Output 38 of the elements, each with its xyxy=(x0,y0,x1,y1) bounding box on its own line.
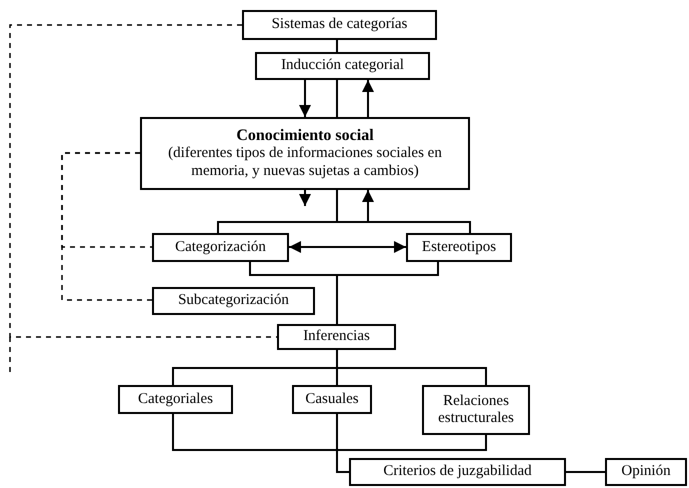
process-box xyxy=(118,385,233,414)
connector-line xyxy=(336,262,439,324)
box-text: Categoriales xyxy=(138,390,213,408)
connector-line xyxy=(336,190,471,233)
box-text: Inferencias xyxy=(303,328,370,346)
process-box xyxy=(152,287,315,315)
process-box xyxy=(422,385,530,435)
box-text: Casuales xyxy=(305,390,359,408)
box-heading: Conocimiento social xyxy=(236,127,374,146)
arrow xyxy=(362,190,374,222)
process-box xyxy=(242,10,437,40)
process-box xyxy=(255,52,430,80)
box-text: Relaciones estructurales xyxy=(437,392,515,428)
process-box xyxy=(406,233,512,262)
connector-line xyxy=(336,80,338,117)
arrow xyxy=(299,190,311,206)
box-text: Categorización xyxy=(175,238,266,256)
box-text: Subcategorización xyxy=(178,292,289,310)
connector-line xyxy=(336,40,338,52)
arrow xyxy=(289,241,406,253)
dashed-connector xyxy=(61,152,152,301)
process-box xyxy=(140,117,470,190)
box-text: (diferentes tipos de informaciones sociales en memoria, y nuevas sujetas a cambios) xyxy=(167,145,443,180)
connector-line xyxy=(336,350,487,385)
arrow xyxy=(362,80,374,117)
box-text: Sistemas de categorías xyxy=(272,16,408,34)
process-box xyxy=(292,385,372,414)
process-box xyxy=(152,233,289,262)
connector-line xyxy=(566,471,605,473)
arrow xyxy=(299,80,311,117)
box-text: Estereotipos xyxy=(422,238,496,256)
dashed-connector xyxy=(9,24,277,338)
box-text: Inducción categorial xyxy=(281,57,404,75)
box-text: Opinión xyxy=(621,463,671,481)
process-box xyxy=(605,458,687,486)
box-text: Criterios de juzgabilidad xyxy=(383,463,532,481)
process-box xyxy=(349,458,566,486)
process-box xyxy=(277,324,396,350)
